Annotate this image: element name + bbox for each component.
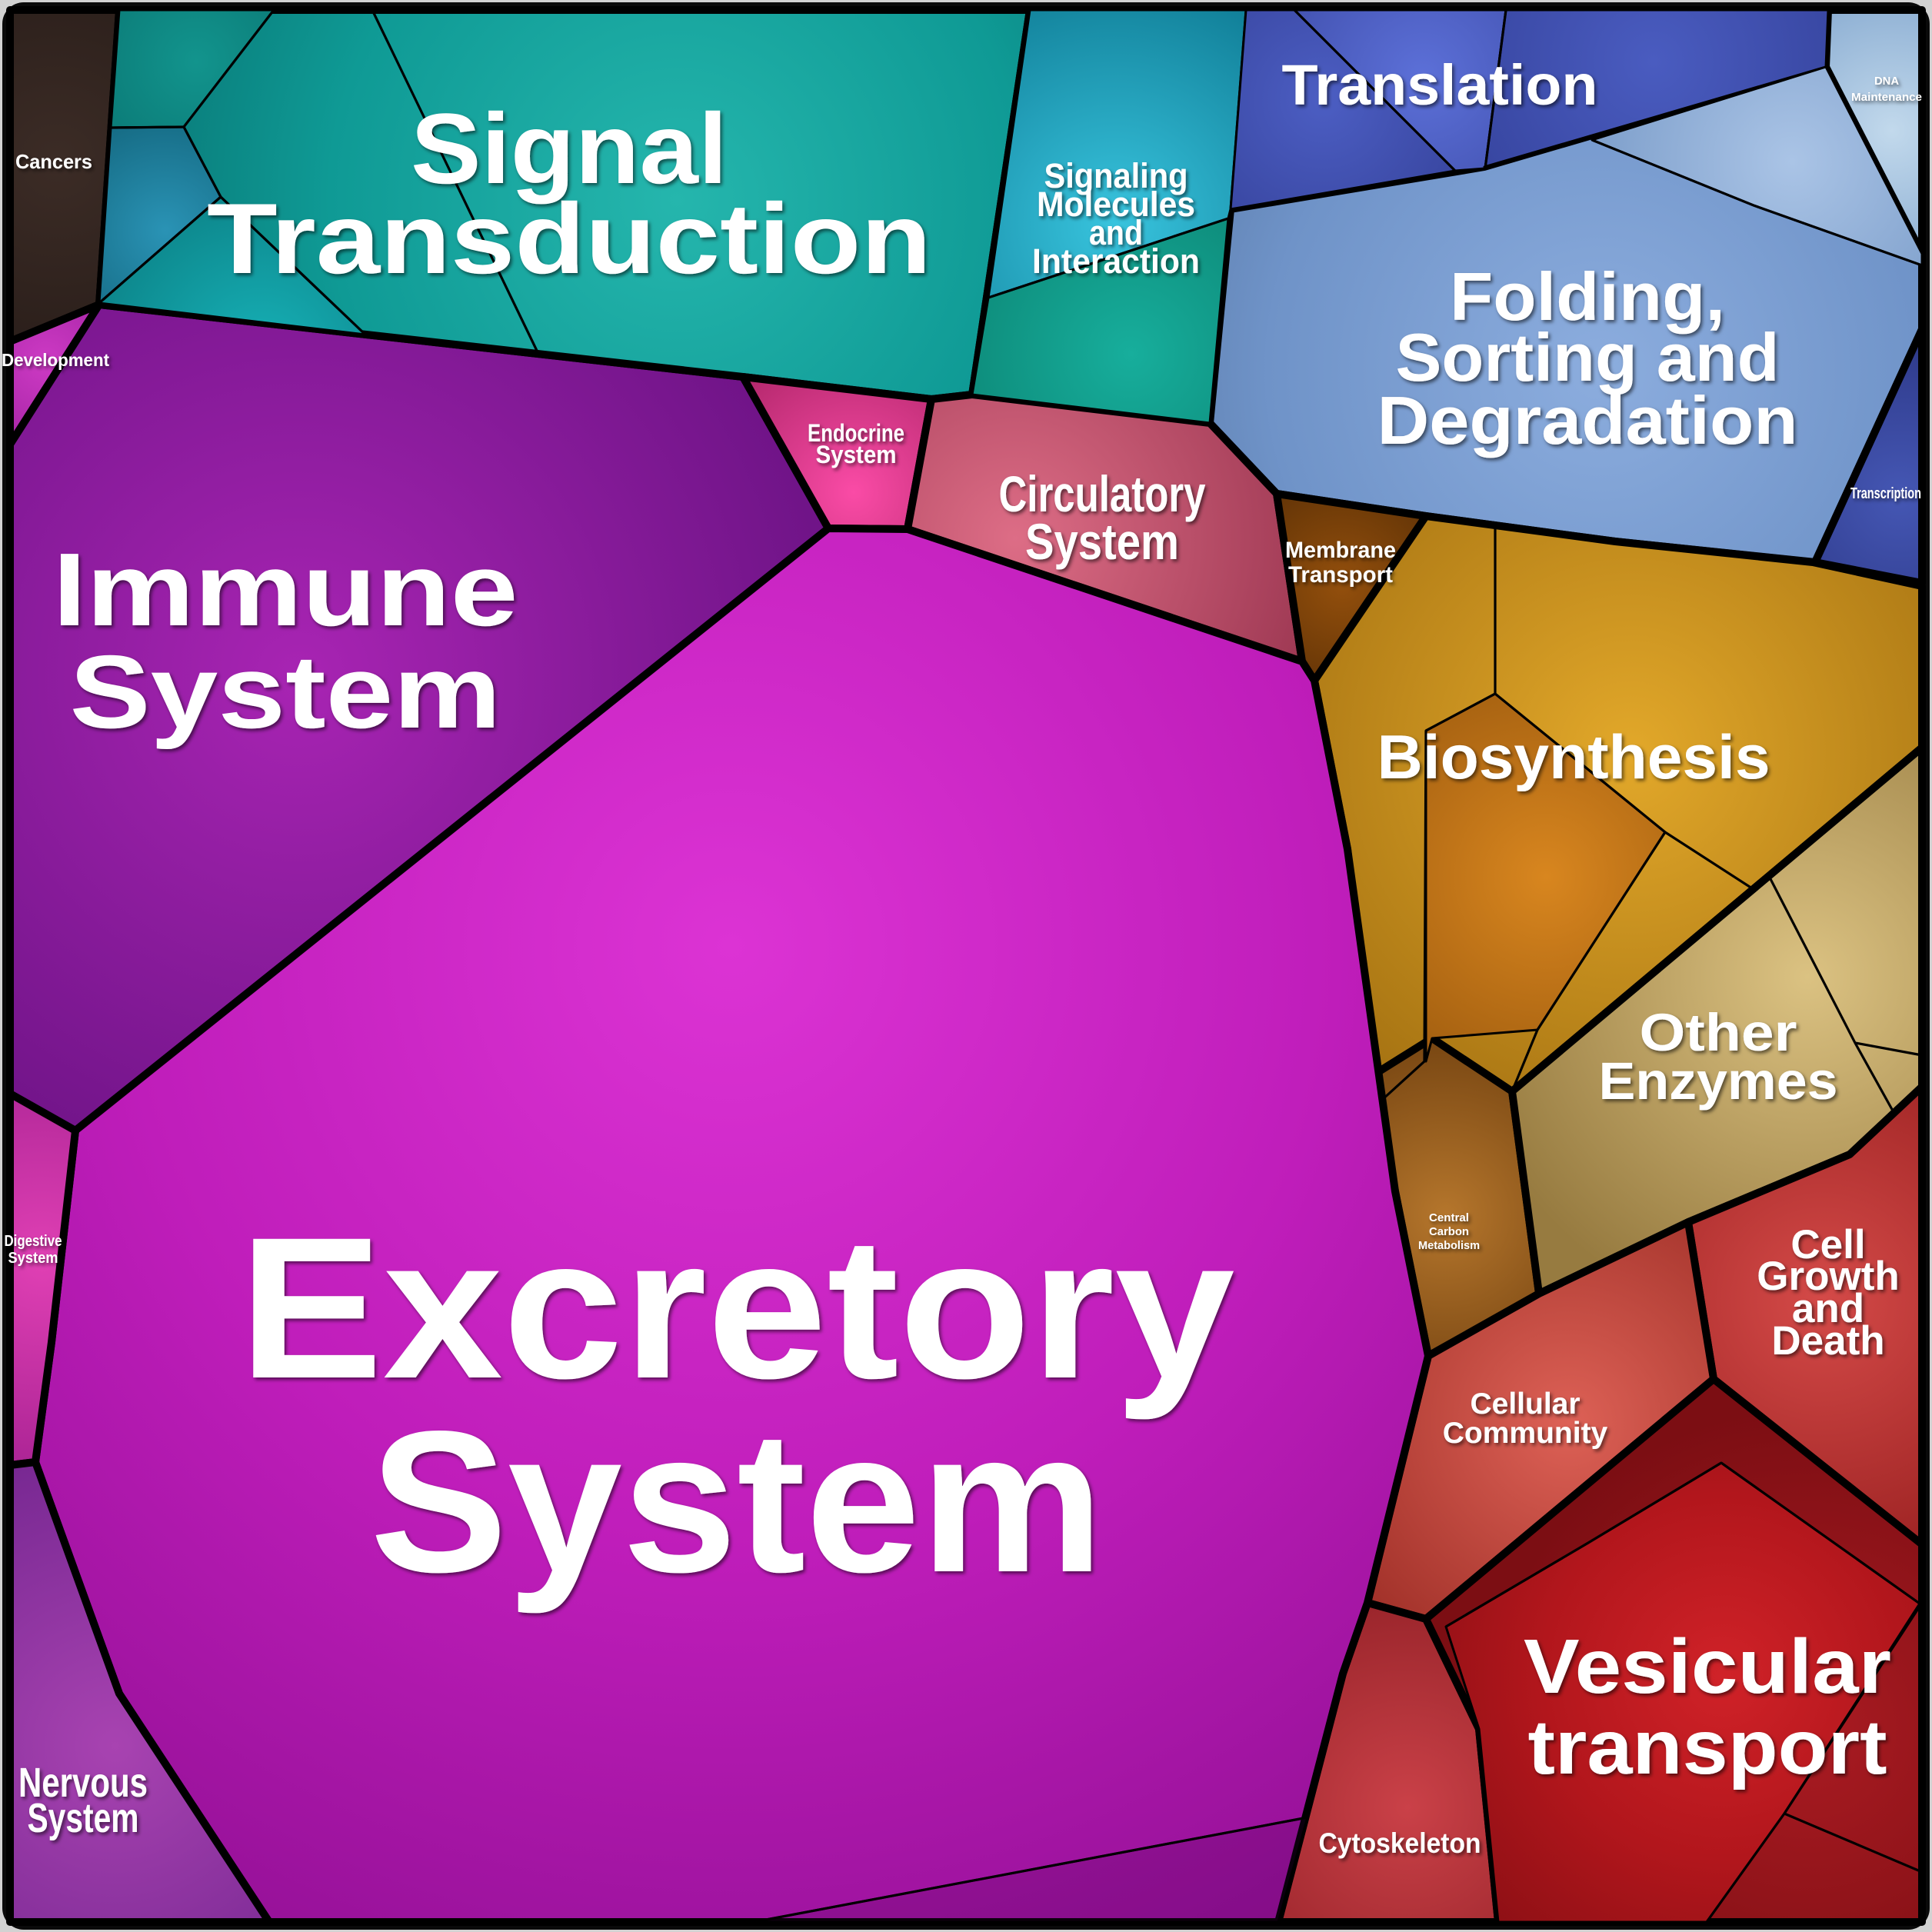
svg-text:Degradation: Degradation	[1377, 382, 1798, 458]
svg-text:Maintenance: Maintenance	[1851, 91, 1922, 104]
svg-text:Transduction: Transduction	[207, 182, 931, 295]
svg-text:Cancers: Cancers	[15, 150, 92, 173]
svg-text:Nervous: Nervous	[18, 1760, 148, 1806]
svg-text:Other: Other	[1640, 1003, 1797, 1062]
svg-text:Sorting and: Sorting and	[1396, 319, 1780, 395]
svg-text:Translation: Translation	[1282, 53, 1598, 117]
svg-text:Growth: Growth	[1757, 1254, 1899, 1299]
svg-text:Excretory: Excretory	[239, 1195, 1237, 1421]
svg-text:Central: Central	[1429, 1211, 1469, 1224]
svg-text:Membrane: Membrane	[1285, 538, 1396, 563]
svg-text:Vesicular: Vesicular	[1524, 1624, 1891, 1710]
svg-text:Signal: Signal	[411, 92, 728, 205]
svg-text:System: System	[70, 634, 501, 750]
svg-text:Death: Death	[1771, 1318, 1884, 1364]
svg-text:Carbon: Carbon	[1429, 1225, 1469, 1238]
svg-text:Cell: Cell	[1790, 1222, 1865, 1267]
svg-text:Enzymes: Enzymes	[1599, 1051, 1838, 1111]
svg-text:Community: Community	[1443, 1417, 1608, 1450]
svg-text:Cellular: Cellular	[1470, 1387, 1580, 1421]
svg-text:System: System	[816, 441, 897, 468]
svg-text:Transcription: Transcription	[1850, 485, 1921, 502]
svg-text:Circulatory: Circulatory	[999, 465, 1206, 522]
svg-text:Folding,: Folding,	[1450, 258, 1725, 335]
svg-text:System: System	[28, 1795, 139, 1841]
svg-text:Molecules: Molecules	[1037, 185, 1195, 224]
svg-text:System: System	[370, 1389, 1104, 1615]
svg-text:Immune: Immune	[53, 531, 518, 648]
svg-text:and: and	[1089, 213, 1143, 252]
svg-text:Endocrine: Endocrine	[808, 419, 904, 447]
svg-text:System: System	[8, 1250, 58, 1267]
svg-text:Signaling: Signaling	[1044, 156, 1188, 195]
svg-text:Biosynthesis: Biosynthesis	[1377, 723, 1770, 792]
svg-text:and: and	[1792, 1286, 1864, 1331]
svg-text:transport: transport	[1528, 1704, 1887, 1790]
svg-text:System: System	[1025, 513, 1179, 570]
svg-text:Development: Development	[2, 350, 109, 370]
svg-text:Transport: Transport	[1288, 562, 1393, 588]
svg-text:Digestive: Digestive	[5, 1233, 62, 1250]
svg-text:Metabolism: Metabolism	[1418, 1239, 1480, 1252]
svg-text:DNA: DNA	[1874, 75, 1899, 88]
svg-text:Interaction: Interaction	[1032, 242, 1200, 281]
svg-text:Cytoskeleton: Cytoskeleton	[1319, 1827, 1481, 1859]
